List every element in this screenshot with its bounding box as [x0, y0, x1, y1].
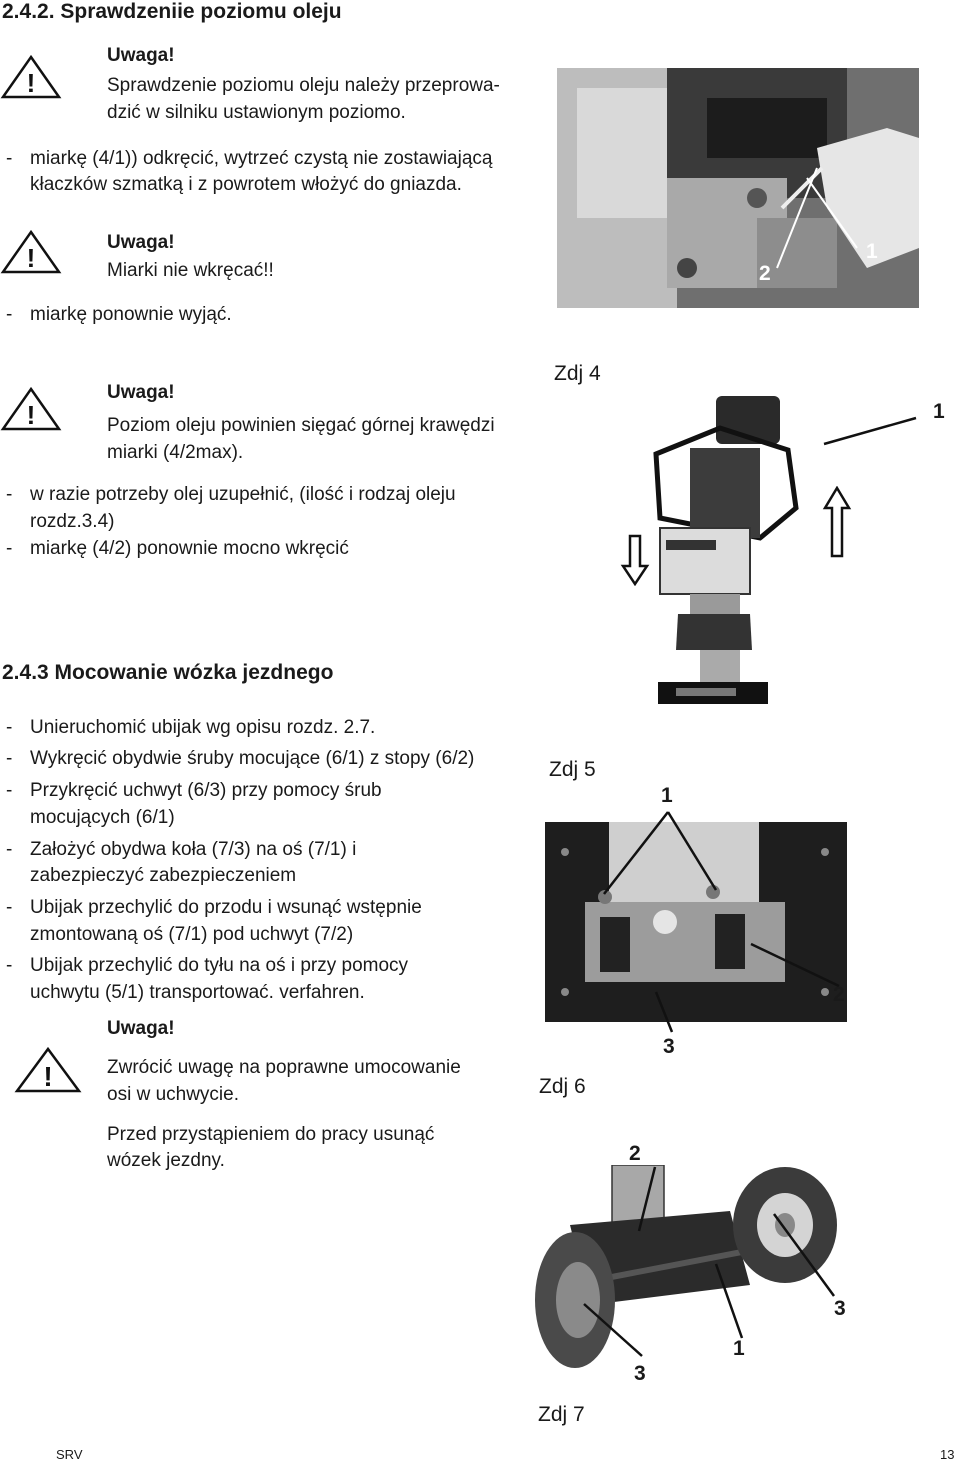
section-heading-2-4-3: 2.4.3 Mocowanie wózka jezdnego [2, 661, 334, 684]
figure-label: 1 [733, 1337, 745, 1360]
warning-text: Poziom oleju powinien sięgać górnej kraw… [107, 415, 495, 436]
warning-text: osi w uchwycie. [107, 1084, 239, 1105]
list-dash: - [6, 897, 13, 918]
warning-icon: ! [14, 1046, 82, 1094]
list-item: Wykręcić obydwie śruby mocujące (6/1) z … [30, 748, 475, 769]
figure-label: 2 [833, 983, 845, 1006]
warning-text: Sprawdzenie poziomu oleju należy przepro… [107, 75, 500, 96]
list-item: mocujących (6/1) [30, 807, 175, 828]
list-item: uchwytu (5/1) transportować. verfahren. [30, 982, 365, 1003]
figure-caption: Zdj 7 [538, 1403, 585, 1426]
footer-left: SRV [56, 1447, 83, 1462]
list-item: rozdz.3.4) [30, 511, 115, 532]
list-dash: - [6, 304, 13, 325]
warning-text: Miarki nie wkręcać!! [107, 260, 274, 281]
list-item: w razie potrzeby olej uzupełnić, (ilość … [30, 484, 456, 505]
warning-text: Przed przystąpieniem do pracy usunąć [107, 1124, 435, 1145]
leader-line [712, 1262, 752, 1342]
figure-caption: Zdj 5 [549, 758, 596, 781]
leader-line [770, 1210, 840, 1300]
svg-text:!: ! [43, 1061, 52, 1092]
warning-title: Uwaga! [107, 45, 175, 66]
list-item: zmontowaną oś (7/1) pod uchwyt (7/2) [30, 924, 354, 945]
warning-title: Uwaga! [107, 232, 175, 253]
leader-line [590, 808, 730, 898]
list-dash: - [6, 538, 13, 559]
list-item: Założyć obydwa koła (7/3) na oś (7/1) i [30, 839, 357, 860]
photo-transport-wheels [530, 1165, 860, 1375]
figure-label: 1 [933, 400, 945, 423]
warning-text: miarki (4/2max). [107, 442, 244, 463]
photo-engine-dipstick [557, 68, 919, 308]
figure-caption: Zdj 6 [539, 1075, 586, 1098]
warning-text: Zwrócić uwagę na poprawne umocowanie [107, 1057, 461, 1078]
figure-label: 3 [634, 1362, 646, 1385]
list-item: Ubijak przechylić do przodu i wsunąć wst… [30, 897, 422, 918]
figure-label: 1 [661, 784, 673, 807]
list-item: miarkę (4/1)) odkręcić, wytrzeć czystą n… [30, 148, 493, 169]
list-item: Przykręcić uchwyt (6/3) przy pomocy śrub [30, 780, 382, 801]
svg-text:!: ! [27, 68, 36, 98]
leader-line [820, 410, 920, 450]
page-number: 13 [940, 1447, 955, 1462]
svg-text:!: ! [27, 400, 36, 430]
list-item: Unieruchomić ubijak wg opisu rozdz. 2.7. [30, 717, 376, 738]
figure-label: 3 [663, 1035, 675, 1058]
list-dash: - [6, 748, 13, 769]
leader-line [745, 940, 845, 990]
section-heading-2-4-2: 2.4.2. Sprawdzeniie poziomu oleju [2, 0, 342, 23]
warning-icon: ! [0, 386, 62, 432]
figure-label: 2 [629, 1142, 641, 1165]
leader-line [580, 1300, 650, 1360]
list-dash: - [6, 839, 13, 860]
list-item: kłaczków szmatką i z powrotem włożyć do … [30, 174, 462, 195]
warning-icon: ! [0, 229, 62, 275]
figure-label: 1 [866, 240, 878, 263]
figure-label: 2 [759, 262, 771, 285]
list-dash: - [6, 955, 13, 976]
warning-text: wózek jezdny. [107, 1150, 225, 1171]
warning-title: Uwaga! [107, 1018, 175, 1039]
warning-text: dzić w silniku ustawionym poziomo. [107, 102, 406, 123]
warning-title: Uwaga! [107, 382, 175, 403]
photo-rammer [620, 388, 800, 733]
list-item: miarkę (4/2) ponownie mocno wkręcić [30, 538, 349, 559]
figure-caption: Zdj 4 [554, 362, 601, 385]
list-dash: - [6, 717, 13, 738]
figure-label: 3 [834, 1297, 846, 1320]
svg-text:!: ! [27, 243, 36, 273]
list-item: Ubijak przechylić do tyłu na oś i przy p… [30, 955, 409, 976]
list-dash: - [6, 484, 13, 505]
leader-line [625, 1165, 665, 1235]
list-dash: - [6, 148, 13, 169]
leader-line [650, 990, 680, 1036]
list-item: zabezpieczyć zabezpieczeniem [30, 865, 297, 886]
warning-icon: ! [0, 54, 62, 100]
list-item: miarkę ponownie wyjąć. [30, 304, 232, 325]
down-arrow-icon [620, 534, 650, 586]
up-arrow-icon [822, 486, 852, 558]
list-dash: - [6, 780, 13, 801]
